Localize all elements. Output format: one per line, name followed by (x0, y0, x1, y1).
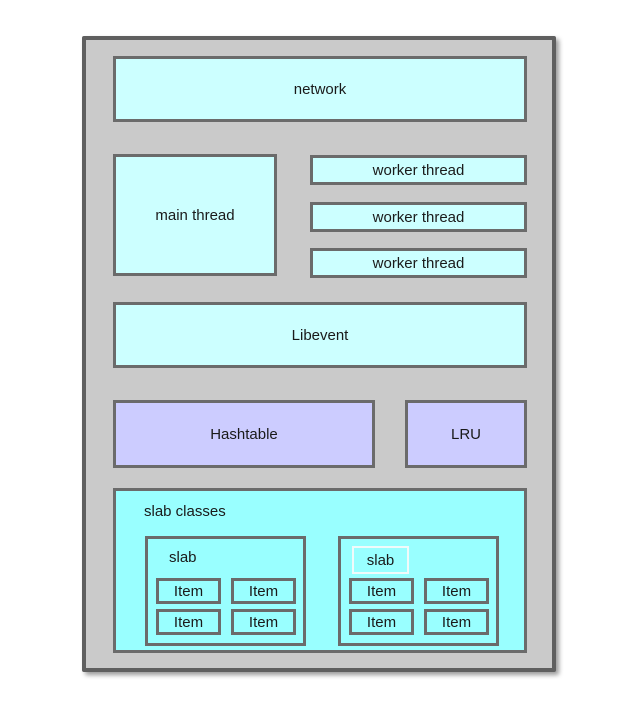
item-grid: Item Item Item Item (349, 578, 489, 635)
worker-thread-box-3: worker thread (310, 248, 527, 278)
worker-thread-label: worker thread (372, 254, 465, 272)
item-box: Item (156, 578, 221, 604)
lru-label: LRU (450, 425, 481, 443)
hashtable-box: Hashtable (113, 400, 375, 468)
slab-box-1: slab Item Item Item Item (145, 536, 306, 646)
item-box: Item (349, 609, 414, 635)
libevent-label: Libevent (291, 326, 349, 344)
slab-classes-label: slab classes (144, 503, 226, 520)
item-box: Item (424, 578, 489, 604)
worker-thread-box-1: worker thread (310, 155, 527, 185)
item-box: Item (424, 609, 489, 635)
worker-thread-box-2: worker thread (310, 202, 527, 232)
libevent-box: Libevent (113, 302, 527, 368)
item-label: Item (366, 613, 397, 631)
network-box: network (113, 56, 527, 122)
network-label: network (293, 80, 347, 98)
item-label: Item (173, 613, 204, 631)
item-label: Item (173, 582, 204, 600)
main-thread-label: main thread (155, 206, 235, 224)
item-box: Item (231, 609, 296, 635)
lru-box: LRU (405, 400, 527, 468)
item-label: Item (248, 582, 279, 600)
item-grid: Item Item Item Item (156, 578, 296, 635)
main-thread-box: main thread (113, 154, 277, 276)
slab-label-highlighted: slab (352, 546, 409, 574)
slab-classes-box: slab classes slab Item Item Item Item (113, 488, 527, 653)
worker-thread-label: worker thread (372, 208, 465, 226)
item-box: Item (156, 609, 221, 635)
slab-box-2: slab Item Item Item Item (338, 536, 499, 646)
item-box: Item (349, 578, 414, 604)
item-label: Item (366, 582, 397, 600)
architecture-diagram: network main thread worker thread worker… (82, 36, 556, 672)
item-label: Item (248, 613, 279, 631)
slab-label: slab (169, 549, 197, 566)
worker-thread-label: worker thread (372, 161, 465, 179)
item-label: Item (441, 613, 472, 631)
item-box: Item (231, 578, 296, 604)
hashtable-label: Hashtable (210, 425, 278, 443)
item-label: Item (441, 582, 472, 600)
